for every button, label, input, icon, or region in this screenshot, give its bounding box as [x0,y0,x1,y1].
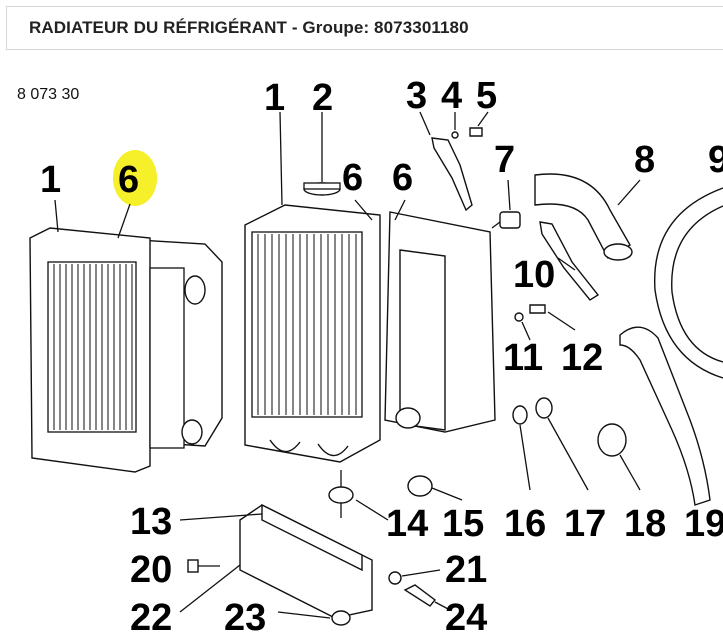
clamp-16[interactable] [512,405,528,425]
page-title: RADIATEUR DU RÉFRIGÉRANT - Groupe: 80733… [29,18,469,37]
callout-6-left: 6 [118,159,139,201]
left-radiator[interactable] [29,227,223,473]
screw-11[interactable] [514,312,524,322]
fitting-7[interactable] [491,211,521,229]
rubber-mount[interactable] [328,470,354,518]
callout-10: 10 [513,254,555,296]
fan-shroud[interactable] [654,187,723,379]
bolt-24[interactable] [403,584,437,607]
mount-bracket[interactable] [239,503,373,619]
callout-23: 23 [224,597,266,639]
callout-21: 21 [445,549,487,591]
callout-17: 17 [564,503,606,545]
callout-6-center-b: 6 [392,157,413,199]
clip-15[interactable] [407,475,433,497]
group-code: 8 073 30 [17,86,80,103]
callout-11: 11 [503,337,543,379]
lower-hose[interactable] [619,326,711,506]
callout-5: 5 [476,75,497,117]
callout-15: 15 [442,503,484,545]
callout-13: 13 [130,501,172,543]
callout-12: 12 [561,337,603,379]
clamp-18[interactable] [597,423,627,457]
callout-1-center: 1 [264,77,285,119]
main-radiator[interactable] [244,204,496,463]
callout-4: 4 [441,75,462,117]
callout-18: 18 [624,503,666,545]
callout-2: 2 [312,77,333,119]
bolt-20[interactable] [187,559,220,573]
callout-8: 8 [634,139,655,181]
callout-7: 7 [494,139,515,181]
screw-12[interactable] [529,304,546,314]
callout-1-left: 1 [40,159,61,201]
callout-19: 19 [684,503,723,545]
page-header: RADIATEUR DU RÉFRIGÉRANT - Groupe: 80733… [6,6,723,50]
callout-24: 24 [445,597,487,639]
upper-hose[interactable] [534,173,633,261]
nut-23[interactable] [331,610,351,626]
callout-9: 9 [708,139,723,181]
callout-highlight [113,150,157,206]
callout-6-center-a: 6 [342,157,363,199]
callout-14: 14 [386,503,428,545]
upper-bracket[interactable] [431,127,483,212]
callout-20: 20 [130,549,172,591]
clamp-17[interactable] [535,397,553,419]
filler-cap[interactable] [303,182,341,196]
lower-bracket[interactable] [539,221,600,301]
callout-22: 22 [130,597,172,639]
callout-16: 16 [504,503,546,545]
callout-3: 3 [406,75,427,117]
washer-21[interactable] [388,571,402,585]
